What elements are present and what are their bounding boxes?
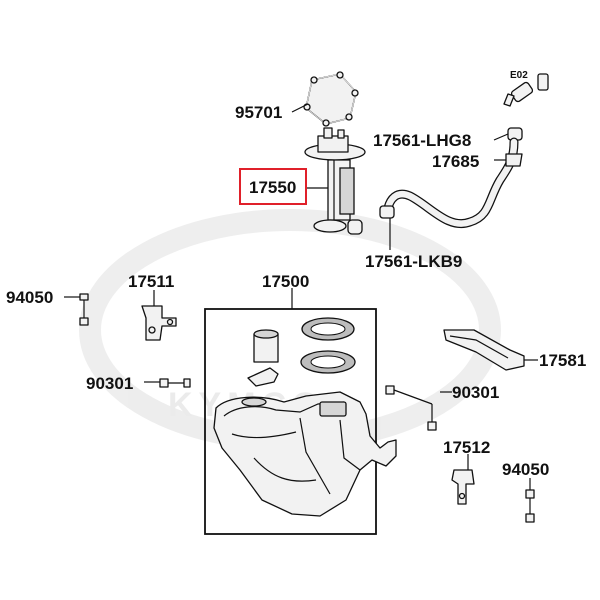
nut-90301-left[interactable] — [159, 378, 191, 388]
highlight-box-17550 — [239, 168, 307, 205]
label-94050-right: 94050 — [502, 460, 549, 479]
bracket-17512[interactable] — [451, 469, 475, 505]
tank-gasket-ring-lower[interactable] — [300, 350, 356, 374]
bolt-94050-right[interactable] — [525, 489, 535, 523]
label-17561-lkb9: 17561-LKB9 — [365, 252, 462, 271]
clamp-17561-lkb9[interactable] — [379, 205, 395, 219]
label-e02: E02 — [510, 70, 528, 81]
tank-assembly-box — [204, 308, 377, 535]
gasket-95701[interactable] — [303, 71, 359, 127]
label-17511: 17511 — [128, 272, 174, 291]
fuel-pump-17550[interactable] — [304, 127, 366, 235]
label-95701: 95701 — [235, 103, 282, 122]
label-90301-right: 90301 — [452, 383, 499, 402]
fuel-hose-17685[interactable] — [383, 137, 523, 229]
label-17581: 17581 — [539, 351, 586, 370]
bracket-17511[interactable] — [141, 305, 177, 341]
tank-cover-17581[interactable] — [443, 329, 525, 371]
fuel-tank[interactable] — [213, 391, 397, 517]
bolt-90301-right[interactable] — [385, 385, 437, 431]
label-17550: 17550 — [249, 178, 296, 197]
fuel-filter[interactable] — [253, 329, 279, 363]
label-17561-lhg8: 17561-LHG8 — [373, 131, 471, 150]
label-17500: 17500 — [262, 272, 309, 291]
label-17685: 17685 — [432, 152, 479, 171]
label-94050-left: 94050 — [6, 288, 53, 307]
tank-gasket-ring-upper[interactable] — [301, 317, 355, 341]
label-17512: 17512 — [443, 438, 490, 457]
connector-e02[interactable] — [503, 73, 549, 107]
retaining-clip[interactable] — [247, 367, 279, 387]
label-90301-left: 90301 — [86, 374, 133, 393]
